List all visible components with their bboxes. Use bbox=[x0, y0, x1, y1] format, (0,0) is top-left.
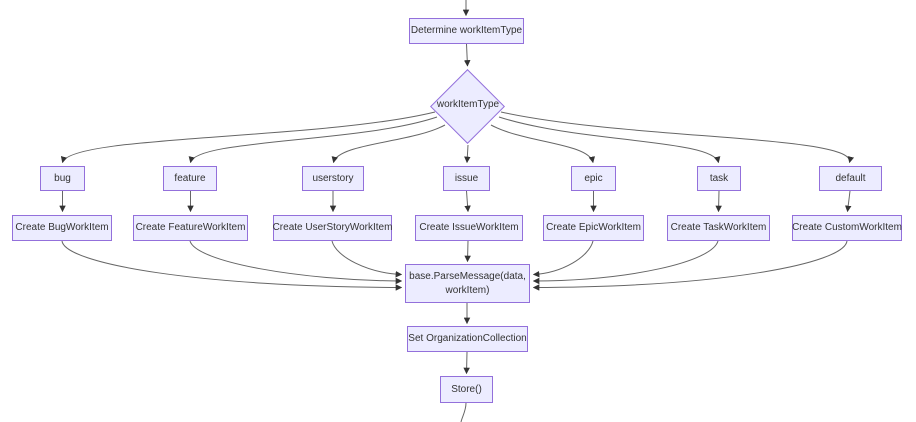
edge-task-to-create bbox=[715, 190, 722, 213]
edge-createcustom-to-parse bbox=[532, 240, 848, 291]
edge-createissue-to-parse bbox=[464, 240, 471, 263]
edge-store-to-bottom bbox=[460, 402, 467, 422]
node-base-parsemessage: base.ParseMessage(data, workItem) bbox=[405, 264, 530, 303]
node-store: Store() bbox=[440, 376, 493, 403]
node-branch-task: task bbox=[697, 166, 741, 191]
node-branch-epic: epic bbox=[571, 166, 616, 191]
edge-default-to-create bbox=[844, 190, 852, 213]
edge-decision-to-feature bbox=[188, 116, 438, 164]
node-create-customworkitem: Create CustomWorkItem bbox=[792, 215, 902, 241]
node-branch-bug: bug bbox=[40, 166, 85, 191]
node-create-taskworkitem: Create TaskWorkItem bbox=[667, 215, 770, 241]
edge-createbug-to-parse bbox=[61, 240, 403, 291]
node-determine-workitemtype: Determine workItemType bbox=[409, 18, 524, 44]
node-branch-feature: feature bbox=[163, 166, 217, 191]
edge-createtask-to-parse bbox=[532, 240, 719, 285]
edge-determine-to-decision bbox=[463, 43, 471, 67]
node-create-featureworkitem: Create FeatureWorkItem bbox=[133, 215, 248, 241]
edge-createfeature-to-parse bbox=[189, 240, 403, 285]
edge-createuserstory-to-parse bbox=[331, 240, 403, 278]
node-create-bugworkitem: Create BugWorkItem bbox=[12, 215, 112, 241]
node-set-organizationcollection: Set OrganizationCollection bbox=[407, 326, 528, 352]
node-branch-userstory: userstory bbox=[302, 166, 364, 191]
edge-decision-to-userstory bbox=[331, 124, 446, 164]
node-branch-issue: issue bbox=[443, 166, 490, 191]
edge-decision-to-issue bbox=[464, 144, 471, 164]
node-create-epicworkitem: Create EpicWorkItem bbox=[543, 215, 644, 241]
edge-decision-to-bug bbox=[60, 111, 436, 164]
node-branch-default: default bbox=[819, 166, 882, 191]
edge-decision-to-epic bbox=[490, 124, 595, 164]
edge-decision-to-default bbox=[500, 111, 854, 164]
node-create-issueworkitem: Create IssueWorkItem bbox=[415, 215, 523, 241]
edge-setorg-to-store bbox=[463, 351, 470, 375]
edge-decision-to-task bbox=[498, 116, 721, 164]
node-decision-workitemtype: workItemType bbox=[436, 99, 500, 110]
edge-issue-to-create bbox=[464, 190, 471, 213]
edge-createepic-to-parse bbox=[532, 240, 594, 278]
node-create-userstoryworkitem: Create UserStoryWorkItem bbox=[273, 215, 392, 241]
